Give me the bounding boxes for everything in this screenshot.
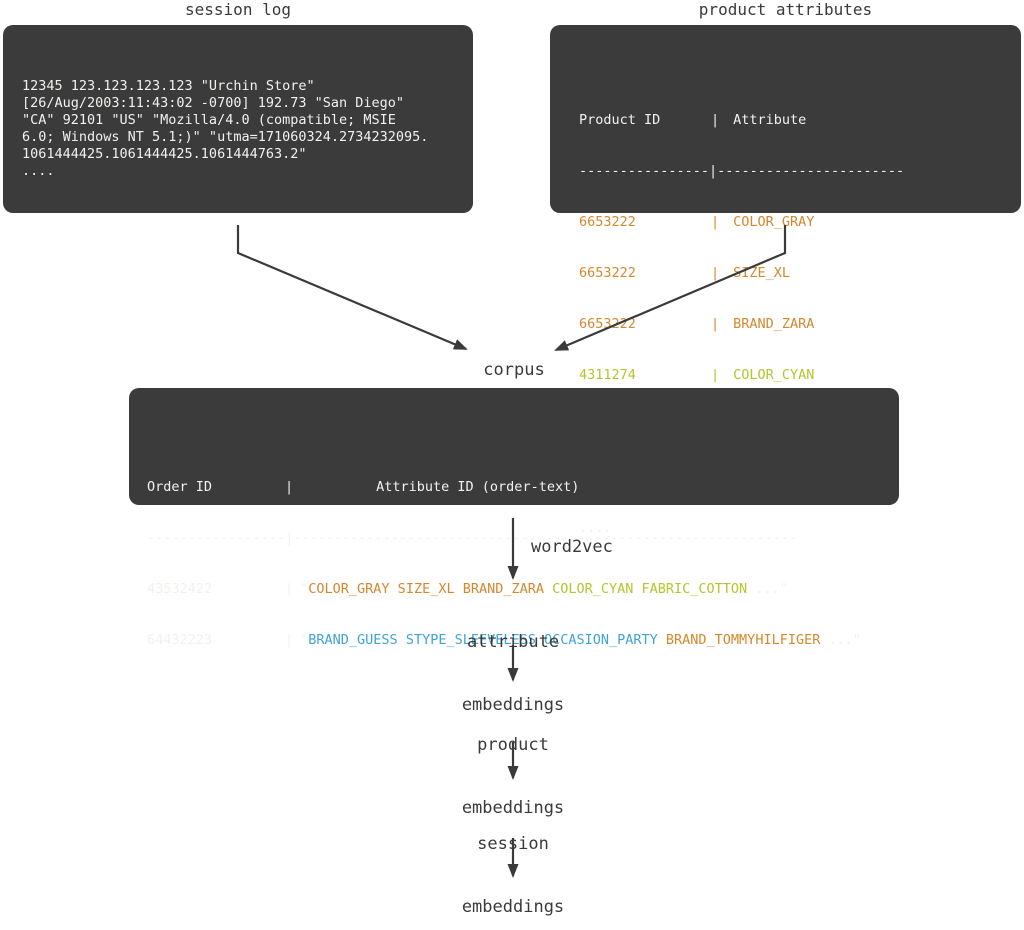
product-id-cell: 6653222 — [579, 265, 636, 281]
column-separator: | — [711, 316, 720, 332]
order-text-segment: COLOR_GRAY SIZE_XL BRAND_ZARA — [308, 581, 544, 597]
arrow-session-log-to-corpus — [236, 225, 468, 351]
table-row: 6653222 | BRAND_ZARA — [579, 316, 1021, 333]
attribute-header: Attribute — [733, 112, 807, 128]
session-log-box: 12345 123.123.123.123 "Urchin Store" [26… — [3, 25, 473, 213]
product-attributes-title: product attributes — [698, 0, 873, 19]
header-separator: ----------------|----------------------- — [579, 163, 905, 179]
corpus-title: corpus — [483, 360, 545, 380]
node-line: product — [477, 735, 549, 755]
attribute-cell: COLOR_GRAY — [733, 214, 815, 230]
table-header: Order ID | Attribute ID (order-text) — [147, 479, 899, 496]
column-separator: | — [285, 632, 294, 648]
node-line: session — [477, 834, 549, 854]
header-separator: -----------------|----------------------… — [147, 530, 798, 546]
session-embeddings-node: session embeddings — [363, 792, 663, 930]
order-text-segment: BRAND_TOMMYHILFIGER — [657, 632, 821, 648]
session-log-title: session log — [185, 0, 291, 19]
product-attributes-box: Product ID | Attribute ----------------|--… — [550, 25, 1021, 536]
column-separator: | — [711, 367, 720, 383]
node-line: embeddings — [461, 798, 565, 818]
order-text-segment: COLOR_CYAN FABRIC_COTTON — [543, 581, 748, 597]
order-text-segment: " — [300, 632, 309, 648]
column-separator: | — [711, 214, 720, 230]
order-text-segment: ..." — [747, 581, 788, 597]
order-text-segment: ..." — [820, 632, 861, 648]
product-id-header: Product ID — [579, 112, 661, 128]
word2vec-label: word2vec — [531, 537, 613, 557]
node-line: attribute — [466, 632, 560, 652]
order-id-cell: 64432223 — [147, 632, 213, 648]
product-embeddings-node: product embeddings — [363, 693, 663, 861]
column-separator: | — [285, 479, 294, 495]
column-separator: | — [285, 581, 294, 597]
order-id-header: Order ID — [147, 479, 213, 495]
table-row: 6653222 | SIZE_XL — [579, 265, 1021, 282]
column-separator: | — [711, 112, 720, 128]
order-text-segment: " — [300, 581, 309, 597]
table-header: Product ID | Attribute — [579, 112, 1021, 129]
table-row: 43532422 | "COLOR_GRAY SIZE_XL BRAND_ZARA … — [147, 581, 899, 598]
product-id-cell: 6653222 — [579, 214, 636, 230]
table-row: 4311274 | COLOR_CYAN — [579, 367, 1021, 384]
attribute-embeddings-node: attribute embeddings — [363, 590, 663, 758]
table-row: 64432223 | "BRAND_GUESS STYPE_SLEEVELESS O… — [147, 632, 899, 649]
product-id-cell: 6653222 — [579, 316, 636, 332]
order-text-cell: "COLOR_GRAY SIZE_XL BRAND_ZARA COLOR_CYA… — [300, 581, 788, 597]
session-log-text: 12345 123.123.123.123 "Urchin Store" [26… — [22, 78, 429, 179]
order-text-cell: "BRAND_GUESS STYPE_SLEEVELESS OCCASION_P… — [300, 632, 861, 648]
node-line: embeddings — [461, 897, 565, 917]
table-row: 6653222 | COLOR_GRAY — [579, 214, 1021, 231]
order-text-segment: BRAND_GUESS STYPE_SLEEVELESS OCCASION_PA… — [308, 632, 658, 648]
product-id-cell: 4311274 — [579, 367, 636, 383]
column-separator: | — [711, 265, 720, 281]
attribute-cell: SIZE_XL — [733, 265, 791, 281]
order-id-cell: 43532422 — [147, 581, 213, 597]
user-embeddings-node: user embeddings — [363, 889, 663, 930]
node-line: embeddings — [461, 695, 565, 715]
attribute-id-header: Attribute ID (order-text) — [376, 479, 580, 495]
corpus-box: Order ID | Attribute ID (order-text) -----… — [129, 388, 899, 648]
attribute-cell: COLOR_CYAN — [733, 367, 815, 383]
table-ellipsis: .... — [579, 520, 612, 536]
attribute-cell: BRAND_ZARA — [733, 316, 815, 332]
